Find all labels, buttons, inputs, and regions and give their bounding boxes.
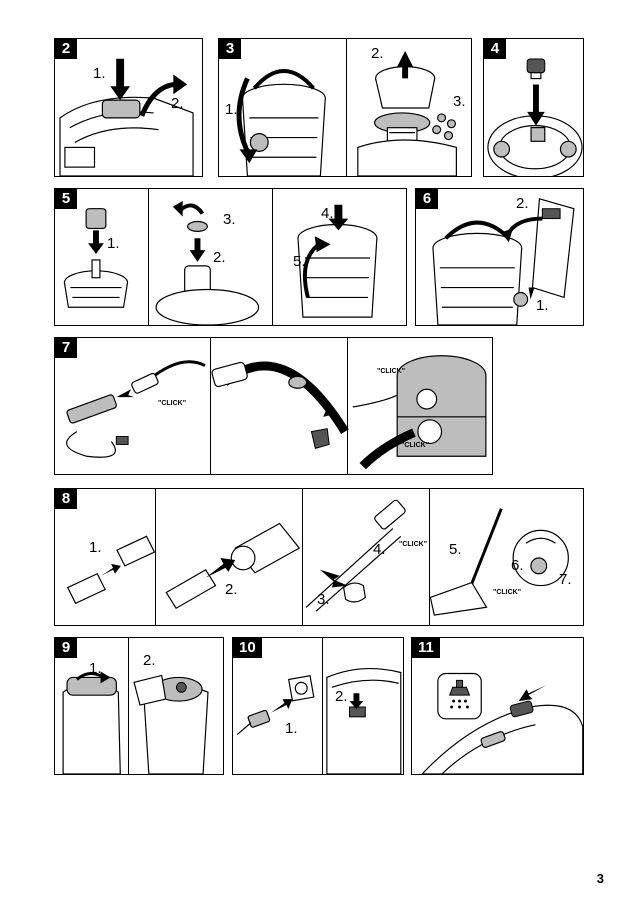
step-label: 1. xyxy=(536,297,549,314)
step-label: 1. xyxy=(89,660,102,677)
illustration-filter-insert xyxy=(487,58,583,176)
step-label: 2. xyxy=(516,195,529,212)
step-label: 4. xyxy=(321,205,334,222)
panel-6: 6 2. 1. xyxy=(415,188,584,326)
step-label: 3. xyxy=(223,211,236,228)
spray-icon xyxy=(448,679,471,709)
panel-9: 9 1. 2. xyxy=(54,637,224,775)
panel-number: 3 xyxy=(219,39,241,59)
step-label: 1. xyxy=(285,720,298,737)
step-label: 2. xyxy=(371,45,384,62)
click-callout: "CLICK" xyxy=(401,442,430,449)
panel-number: 5 xyxy=(55,189,77,209)
step-label: 2. xyxy=(171,95,184,112)
click-callout: "CLICK" xyxy=(399,541,428,548)
step-label: 1. xyxy=(225,101,238,118)
panel-number: 10 xyxy=(233,638,262,658)
illustration-tank-open xyxy=(236,50,457,176)
panel-number: 7 xyxy=(55,338,77,358)
panel-number: 4 xyxy=(484,39,506,59)
panel-number: 8 xyxy=(55,489,77,509)
step-label: 2. xyxy=(143,652,156,669)
step-label: 1. xyxy=(93,65,106,82)
click-callout: "CLICK" xyxy=(377,368,406,375)
illustration-wand-assembly xyxy=(66,499,569,616)
illustration-tank-closing xyxy=(432,198,575,325)
step-label: 2. xyxy=(225,581,238,598)
panel-number: 2 xyxy=(55,39,77,59)
step-label: 5. xyxy=(293,253,306,270)
panel-number: 9 xyxy=(55,638,77,658)
illustration-hose-connection xyxy=(66,355,487,470)
illustration-lid-release xyxy=(59,58,194,176)
step-label: 2. xyxy=(335,688,348,705)
click-callout: "CLICK" xyxy=(158,400,187,407)
step-label: 3. xyxy=(317,591,330,608)
panel-10: 10 1. 2. xyxy=(232,637,404,775)
step-label: 6. xyxy=(511,557,524,574)
click-callout: "CLICK" xyxy=(493,589,522,596)
step-label: 2. xyxy=(213,249,226,266)
panel-3: 3 1. 2. 3. xyxy=(218,38,472,177)
panel-8: 8 1. 2. 4. "CLICK" 3. 5. "CLICK" 6. 7. xyxy=(54,488,584,626)
panel-2: 2 1. 2. xyxy=(54,38,203,177)
panel-5: 5 1. 3. 2. 4. 5. xyxy=(54,188,407,326)
panel-number: 6 xyxy=(416,189,438,209)
illustration-filter-assembly xyxy=(63,200,378,325)
illustration-detergent-tank xyxy=(62,671,209,774)
step-label: 7. xyxy=(559,571,572,588)
step-label: 4. xyxy=(373,541,386,558)
step-label: 1. xyxy=(107,235,120,252)
panel-4: 4 xyxy=(483,38,584,177)
step-label: 5. xyxy=(449,541,462,558)
step-label: 1. xyxy=(89,539,102,556)
step-label: 3. xyxy=(453,93,466,110)
illustration-spray-button xyxy=(421,672,583,774)
panel-11: 11 xyxy=(411,637,584,775)
panel-7: 7 "CLICK" "CLICK" "CLICK" xyxy=(54,337,493,475)
panel-number: 11 xyxy=(412,638,440,658)
page-number: 3 xyxy=(596,871,604,886)
illustration-power-connection xyxy=(236,668,402,774)
